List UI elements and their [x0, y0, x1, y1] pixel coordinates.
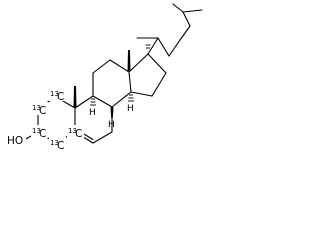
c10-methyl-wedge — [73, 86, 77, 108]
h8-wedge — [110, 107, 114, 118]
h9-hash — [90, 98, 96, 106]
isotope-c2-symbol: C — [39, 105, 46, 117]
isotope-labels: 13 C 13 C 13 C 13 C 13 C — [31, 88, 84, 152]
isotope-c5-mass: 13 — [68, 127, 77, 135]
h8-label: H — [108, 120, 115, 130]
isotope-c5-symbol: C — [75, 128, 82, 140]
stereo-hydrogens: H H H — [89, 44, 151, 130]
isotope-c3-mass: 13 — [32, 127, 41, 135]
h14-hash — [128, 94, 134, 102]
isotope-c4-mass: 13 — [50, 139, 59, 147]
cholesterol-13c-structure: H H H 13 C 13 C 13 C 13 C 13 C — [6, 3, 203, 152]
isotope-c1-symbol: C — [57, 91, 64, 103]
isotope-c4-symbol: C — [57, 140, 64, 152]
hydroxyl-label: HO — [7, 135, 23, 147]
h9-label: H — [89, 108, 96, 118]
isotope-c2-mass: 13 — [32, 104, 41, 112]
ring-c — [92, 50, 132, 108]
isotope-c1-mass: 13 — [50, 90, 59, 98]
isotope-c3-symbol: C — [39, 128, 46, 140]
c13-methyl-wedge — [127, 50, 131, 72]
h17-hash — [145, 44, 151, 49]
h14-label: H — [127, 104, 134, 114]
side-chain — [136, 3, 203, 57]
ring-d — [128, 53, 167, 97]
